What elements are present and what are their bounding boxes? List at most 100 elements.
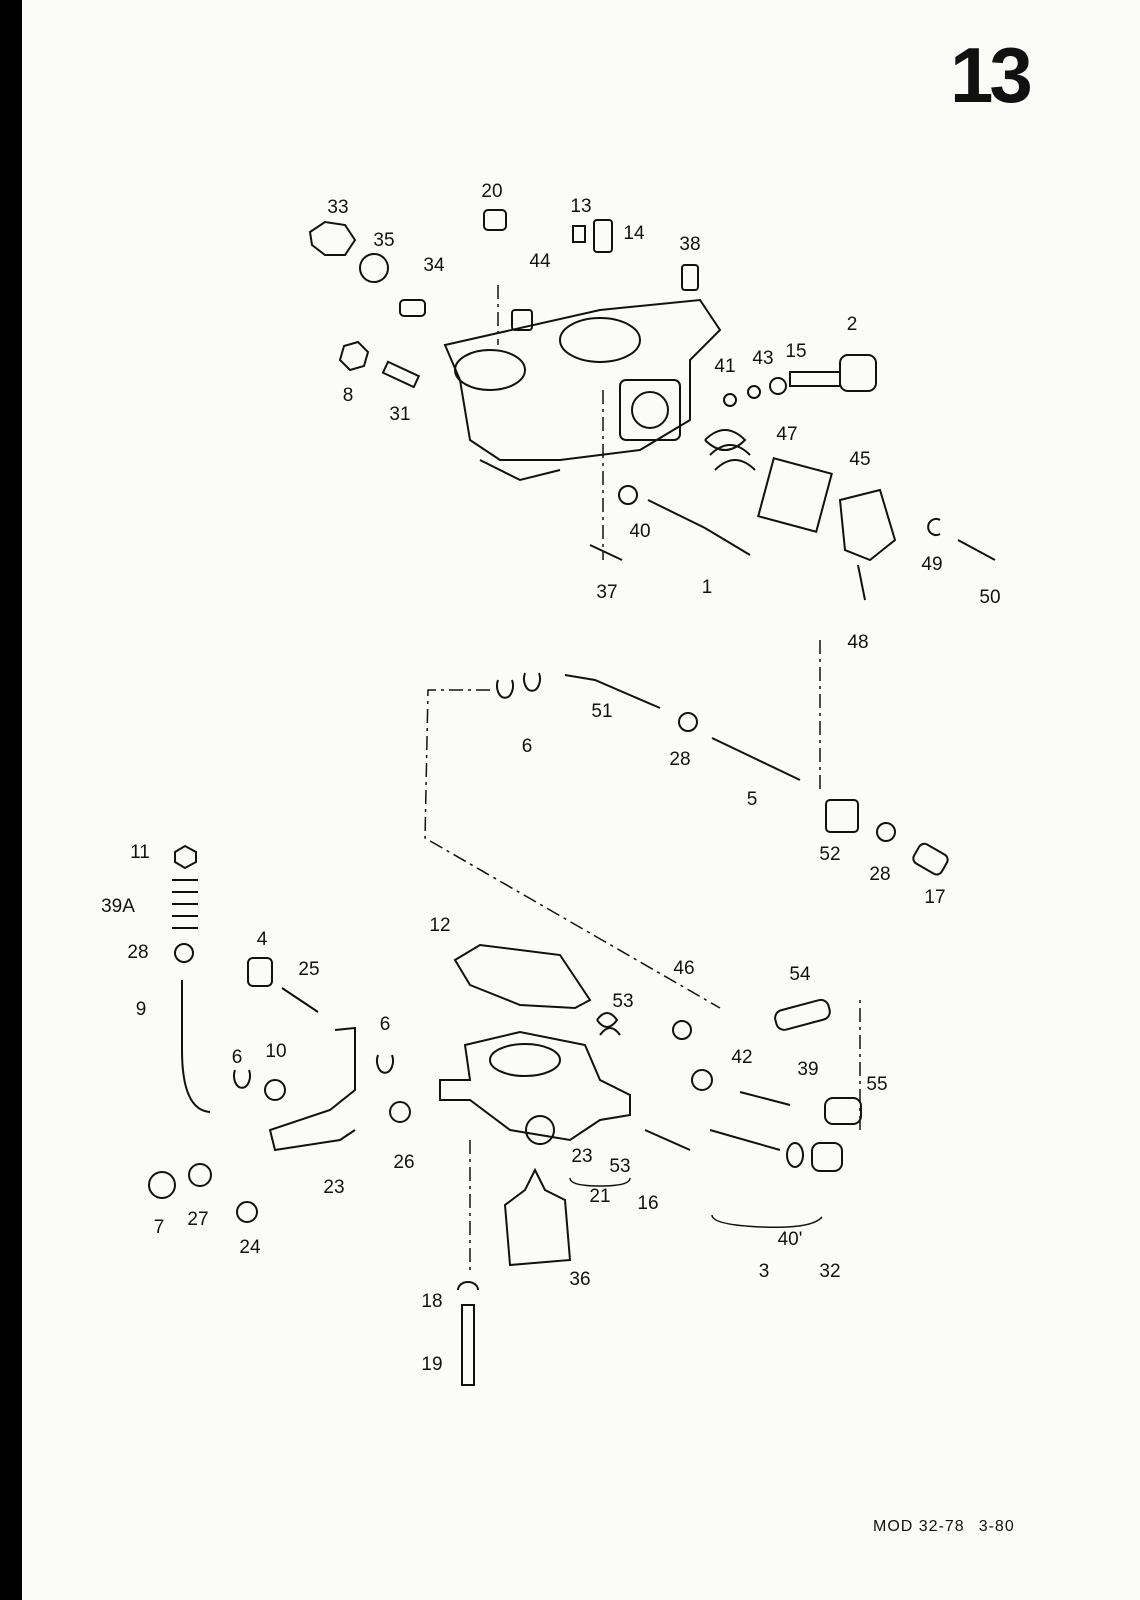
part-label: 24	[239, 1237, 261, 1258]
part-label: 4	[256, 929, 268, 950]
part-6b	[233, 1054, 394, 1089]
part-label: 3	[758, 1261, 770, 1282]
part-52	[825, 799, 859, 833]
part-35	[359, 253, 389, 283]
part-label: 46	[673, 958, 695, 979]
part-label: 41	[714, 356, 736, 377]
part-label: 33	[327, 197, 349, 218]
part-label: 45	[849, 449, 871, 470]
part-51	[564, 674, 661, 709]
part-2	[789, 354, 877, 392]
part-28	[678, 712, 698, 732]
part-lever	[268, 1026, 356, 1152]
part-label: 15	[785, 341, 807, 362]
part-label: 39	[797, 1059, 819, 1080]
part-label: 42	[731, 1047, 753, 1068]
carburetor-base	[439, 1030, 631, 1145]
part-24	[236, 1201, 258, 1223]
part-44	[511, 309, 533, 331]
part-label: 31	[389, 404, 411, 425]
part-1	[647, 499, 751, 556]
part-label: 27	[187, 1209, 209, 1230]
scan-edge-bar	[0, 0, 22, 1600]
part-label: 17	[924, 887, 946, 908]
revision-date: 3-80	[978, 1518, 1015, 1535]
part-17	[912, 842, 949, 876]
part-label: 28	[669, 749, 691, 770]
part-label: 40	[629, 521, 651, 542]
part-label: 39A	[101, 896, 135, 917]
part-label: 7	[153, 1217, 165, 1238]
part-label: 6	[231, 1047, 243, 1068]
model-code: MOD 32-78	[873, 1518, 965, 1535]
part-label: 6	[379, 1014, 391, 1035]
part-13	[572, 225, 586, 243]
part-label: 8	[342, 385, 354, 406]
leader-lines	[424, 285, 861, 1270]
part-10	[264, 1079, 286, 1101]
part-label: 44	[529, 251, 551, 272]
part-label: 2	[846, 314, 858, 335]
part-label: 5	[746, 789, 758, 810]
part-label: 35	[373, 230, 395, 251]
part-27	[188, 1163, 212, 1187]
part-label: 12	[429, 915, 451, 936]
part-label: 54	[789, 964, 811, 985]
part-45	[757, 457, 833, 533]
part-label: 37	[596, 582, 618, 603]
part-label: 10	[265, 1041, 287, 1062]
part-16	[644, 1129, 691, 1151]
part-label: 53	[612, 991, 634, 1012]
part-11	[174, 844, 197, 870]
part-43	[747, 385, 761, 399]
part-5	[711, 737, 801, 781]
part-label: 28	[127, 942, 149, 963]
footer: MOD 32-78 3-80	[873, 1518, 1029, 1536]
part-18	[457, 1281, 479, 1291]
part-39	[739, 1091, 791, 1106]
part-label: 23	[571, 1146, 593, 1167]
part-20	[483, 209, 507, 231]
part-label: 14	[623, 223, 645, 244]
part-label: 23	[323, 1177, 345, 1198]
part-label: 55	[866, 1074, 888, 1095]
part-label: 11	[130, 842, 150, 863]
part-25	[281, 987, 319, 1013]
part-label: 47	[776, 424, 798, 445]
part-label: 48	[847, 632, 869, 653]
part-label: 40'	[777, 1229, 803, 1250]
part-50	[957, 539, 996, 561]
part-46	[672, 1020, 692, 1040]
part-label: 25	[298, 959, 320, 980]
page-number: 13	[950, 31, 1033, 119]
part-label: 49	[921, 554, 943, 575]
part-7	[148, 1171, 176, 1199]
part-53	[596, 1012, 621, 1036]
part-26	[389, 1101, 411, 1123]
part-label: 53	[609, 1156, 631, 1177]
part-8	[338, 340, 370, 372]
part-40b	[786, 1142, 804, 1168]
part-34	[399, 299, 426, 317]
part-label: 13	[570, 196, 592, 217]
part-label: 36	[569, 1269, 591, 1290]
part-label: 1	[701, 577, 713, 598]
part-49	[927, 518, 941, 536]
part-19	[461, 1304, 475, 1386]
part-9	[181, 980, 211, 1113]
part-label: 52	[819, 844, 841, 865]
part-42	[691, 1069, 713, 1091]
part-label: 19	[421, 1354, 443, 1375]
part-55	[824, 1097, 862, 1125]
part-40	[618, 485, 638, 505]
part-label: 38	[679, 234, 701, 255]
part-label: 16	[637, 1193, 659, 1214]
part-54	[774, 998, 831, 1031]
part-12	[453, 943, 592, 1010]
part-label: 26	[393, 1152, 415, 1173]
brackets	[569, 1177, 823, 1229]
part-label: 43	[752, 348, 774, 369]
part-3	[709, 1129, 781, 1151]
part-39A	[172, 879, 198, 929]
